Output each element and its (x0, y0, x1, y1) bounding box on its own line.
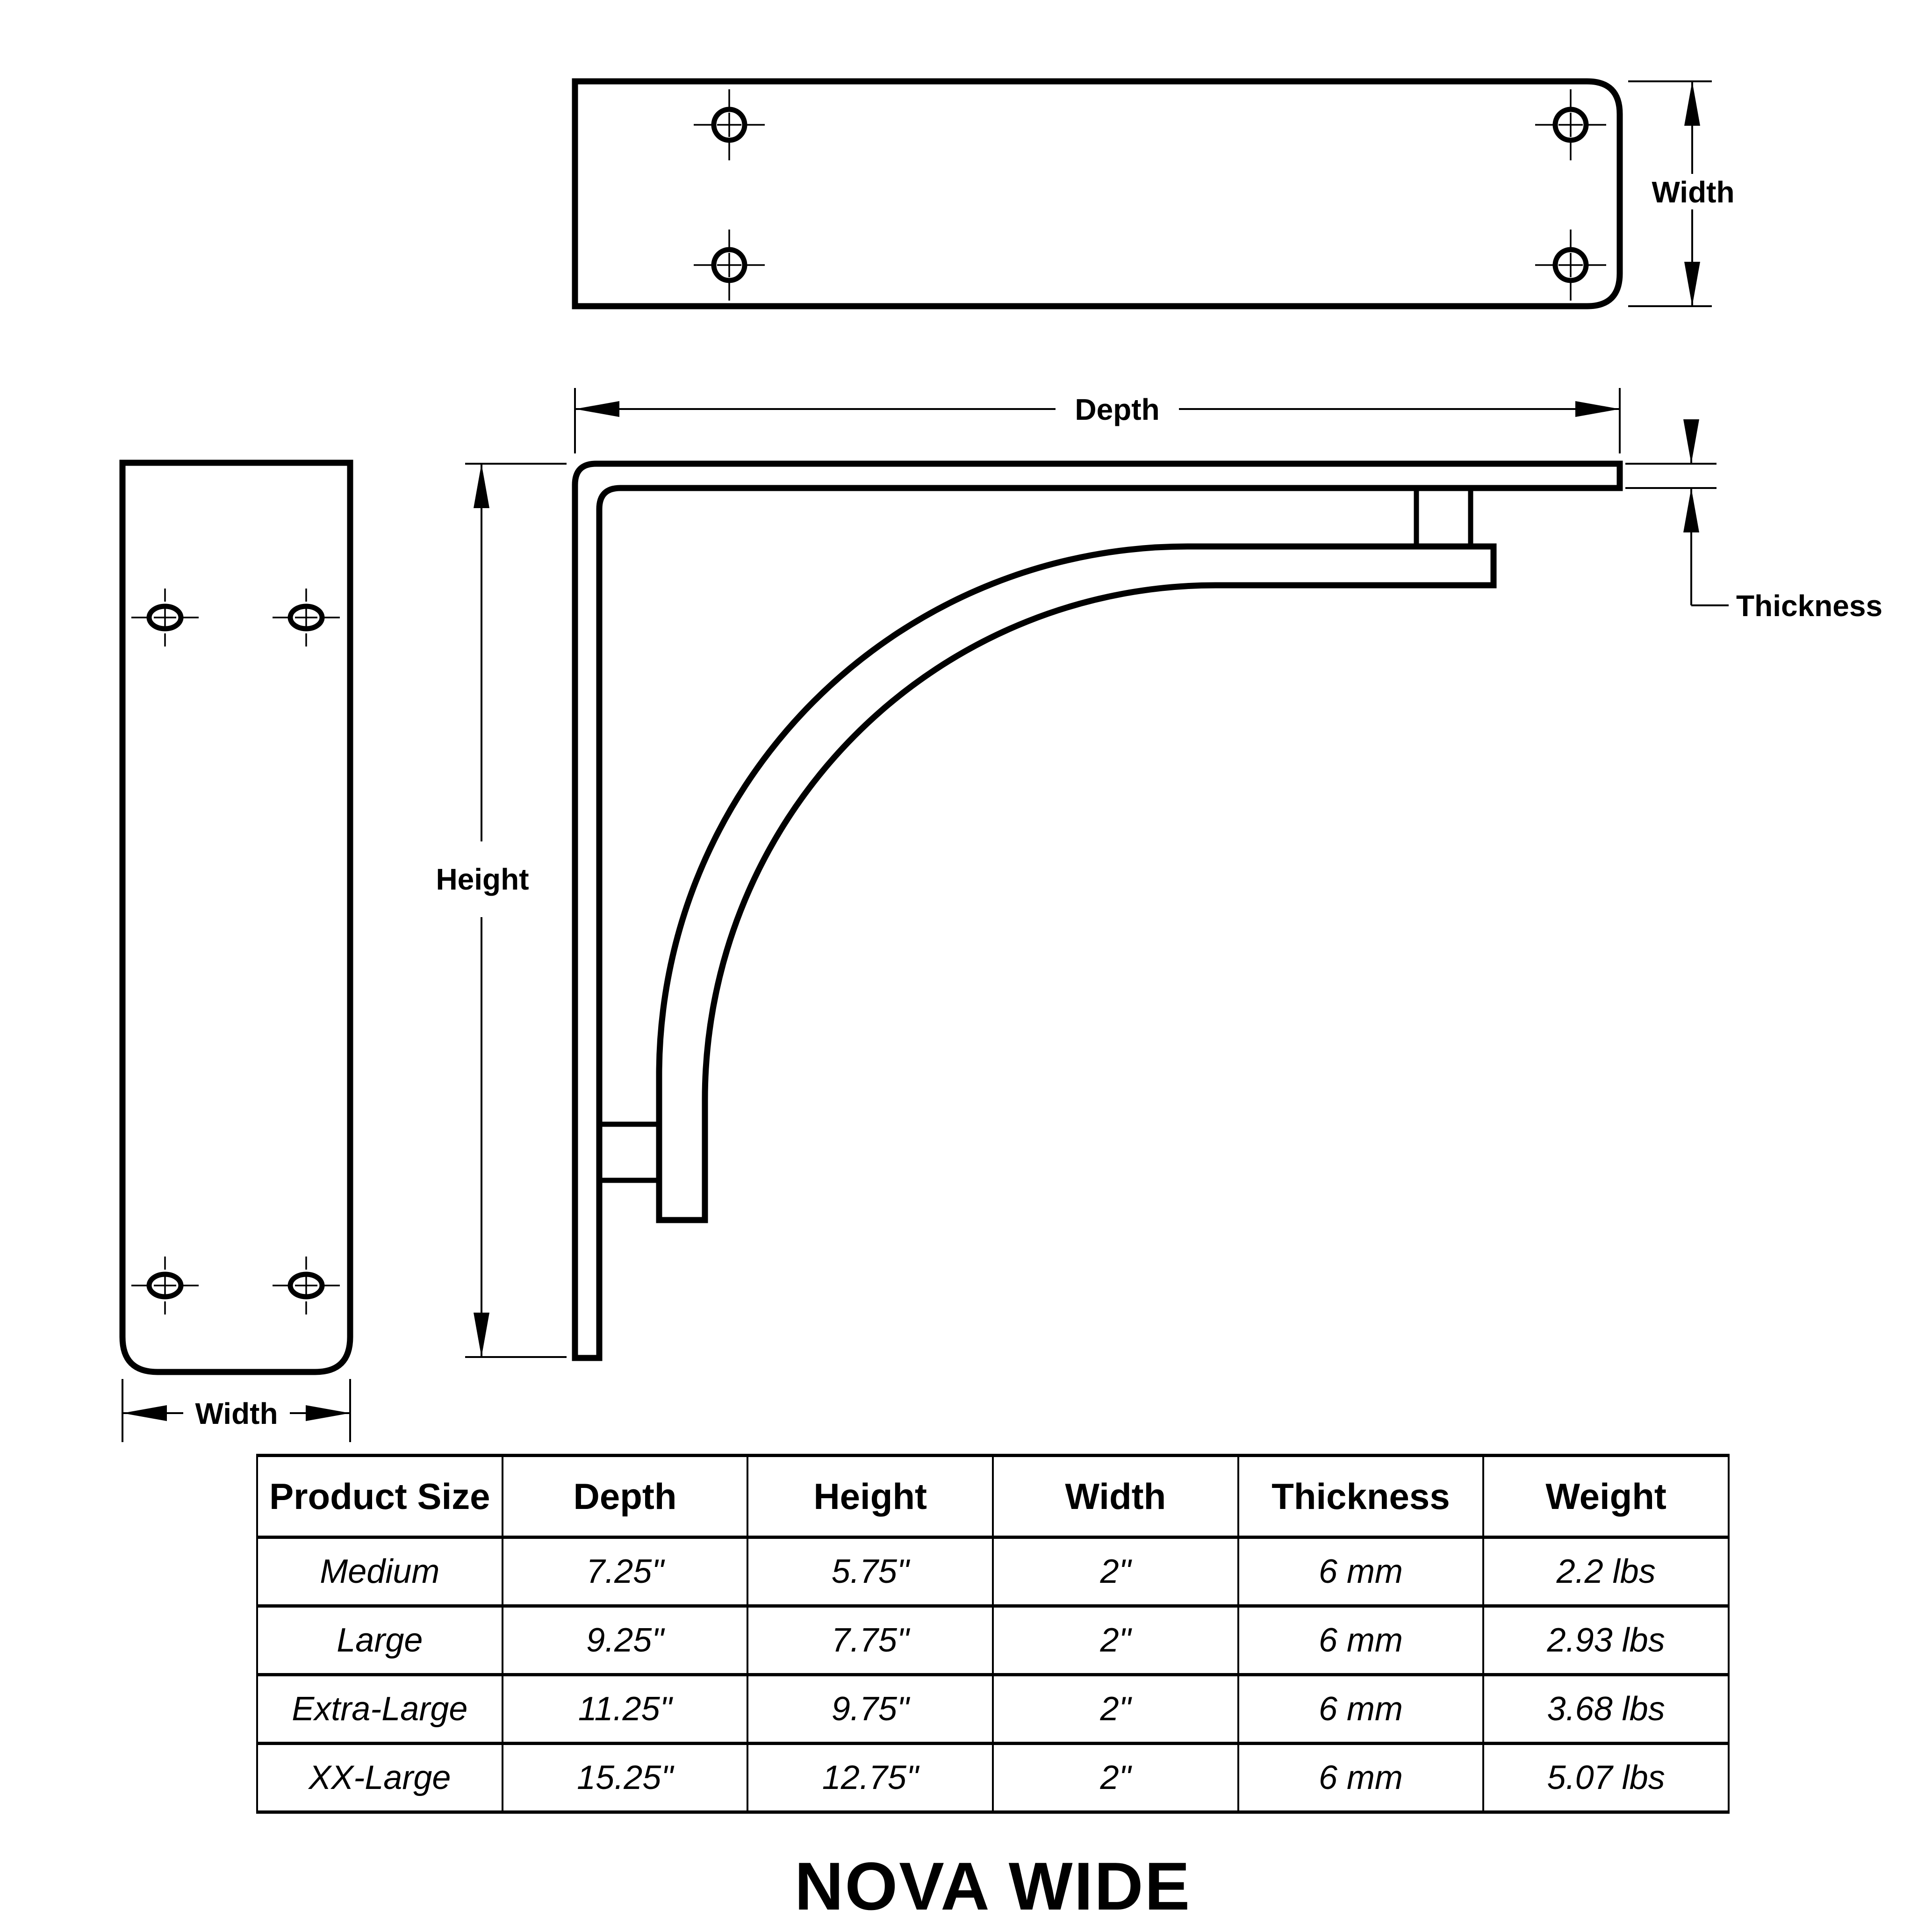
top-view-hole (1535, 230, 1606, 301)
cell-size: XX-Large (256, 1742, 503, 1814)
height-dimension-label: Height (436, 862, 529, 896)
cell-depth: 7.25" (501, 1536, 749, 1608)
cell-depth: 15.25" (501, 1742, 749, 1814)
arrow-down-icon (1683, 419, 1699, 464)
table-row-medium: Medium 7.25" 5.75" 2" 6 mm 2.2 lbs (256, 1536, 1730, 1608)
cell-weight: 5.07 lbs (1482, 1742, 1730, 1814)
cell-size: Medium (256, 1536, 503, 1608)
arrow-up-icon (474, 464, 489, 508)
side-view: Width (119, 460, 353, 1442)
side-view-plate-outline (119, 460, 353, 1375)
table-header-width: Width (991, 1454, 1239, 1539)
table-row-extra-large: Extra-Large 11.25" 9.75" 2" 6 mm 3.68 lb… (256, 1673, 1730, 1745)
cell-depth: 11.25" (501, 1673, 749, 1745)
width-dimension-label: Width (1652, 175, 1734, 209)
cell-size: Large (256, 1604, 503, 1676)
cell-depth: 9.25" (501, 1604, 749, 1676)
size-table-body: Medium 7.25" 5.75" 2" 6 mm 2.2 lbs Large… (256, 1536, 1730, 1814)
top-view-hole (694, 89, 765, 160)
side-view-hole (131, 589, 199, 646)
arrow-up-icon (1684, 81, 1700, 126)
top-view-plate-outline (572, 78, 1623, 309)
cell-thickness: 6 mm (1237, 1673, 1485, 1745)
cell-width: 2" (991, 1604, 1239, 1676)
cell-thickness: 6 mm (1237, 1742, 1485, 1814)
width-dimension-label: Width (195, 1397, 278, 1430)
depth-dimension-label: Depth (1075, 393, 1159, 426)
cell-thickness: 6 mm (1237, 1536, 1485, 1608)
table-row-xx-large: XX-Large 15.25" 12.75" 2" 6 mm 5.07 lbs (256, 1742, 1730, 1814)
size-table-header: Product Size Depth Height Width Thicknes… (256, 1454, 1730, 1539)
top-view-hole (1535, 89, 1606, 160)
curved-support (656, 543, 1497, 1223)
table-row-large: Large 9.25" 7.75" 2" 6 mm 2.93 lbs (256, 1604, 1730, 1676)
front-view: Depth Height Thickness (436, 388, 1882, 1361)
height-dimension: Height (436, 463, 567, 1358)
cell-width: 2" (991, 1742, 1239, 1814)
arrow-right-icon (1575, 401, 1620, 417)
top-view: Width (572, 78, 1735, 309)
top-view-hole (694, 230, 765, 301)
table-header-depth: Depth (501, 1454, 749, 1539)
top-view-width-dimension: Width (1628, 80, 1735, 307)
table-header-row: Product Size Depth Height Width Thicknes… (256, 1454, 1730, 1539)
table-header-thickness: Thickness (1237, 1454, 1485, 1539)
bracket-plate (572, 460, 1623, 1361)
arrow-left-icon (122, 1405, 167, 1421)
side-view-hole (273, 589, 340, 646)
thickness-dimension: Thickness (1625, 419, 1882, 623)
lower-tab (596, 1121, 662, 1183)
arrow-down-icon (1684, 262, 1700, 306)
cell-weight: 2.93 lbs (1482, 1604, 1730, 1676)
cell-width: 2" (991, 1536, 1239, 1608)
side-view-width-dimension: Width (122, 1379, 351, 1442)
cell-height: 12.75" (747, 1742, 994, 1814)
table-header-product-size: Product Size (256, 1454, 503, 1539)
upper-tab (1414, 485, 1473, 549)
size-table: Product Size Depth Height Width Thicknes… (256, 1454, 1730, 1814)
product-title: NOVA WIDE (794, 1848, 1192, 1924)
cell-thickness: 6 mm (1237, 1604, 1485, 1676)
depth-dimension: Depth (574, 388, 1621, 453)
cell-weight: 2.2 lbs (1482, 1536, 1730, 1608)
cell-size: Extra-Large (256, 1673, 503, 1745)
table-header-weight: Weight (1482, 1454, 1730, 1539)
thickness-dimension-label: Thickness (1736, 589, 1882, 623)
arrow-down-icon (474, 1313, 489, 1357)
table-header-height: Height (747, 1454, 994, 1539)
cell-weight: 3.68 lbs (1482, 1673, 1730, 1745)
arrow-right-icon (306, 1405, 350, 1421)
arrow-left-icon (575, 401, 619, 417)
cell-height: 5.75" (747, 1536, 994, 1608)
cell-height: 7.75" (747, 1604, 994, 1676)
cell-height: 9.75" (747, 1673, 994, 1745)
side-view-hole (273, 1257, 340, 1314)
arrow-up-icon (1683, 488, 1699, 532)
cell-width: 2" (991, 1673, 1239, 1745)
side-view-hole (131, 1257, 199, 1314)
